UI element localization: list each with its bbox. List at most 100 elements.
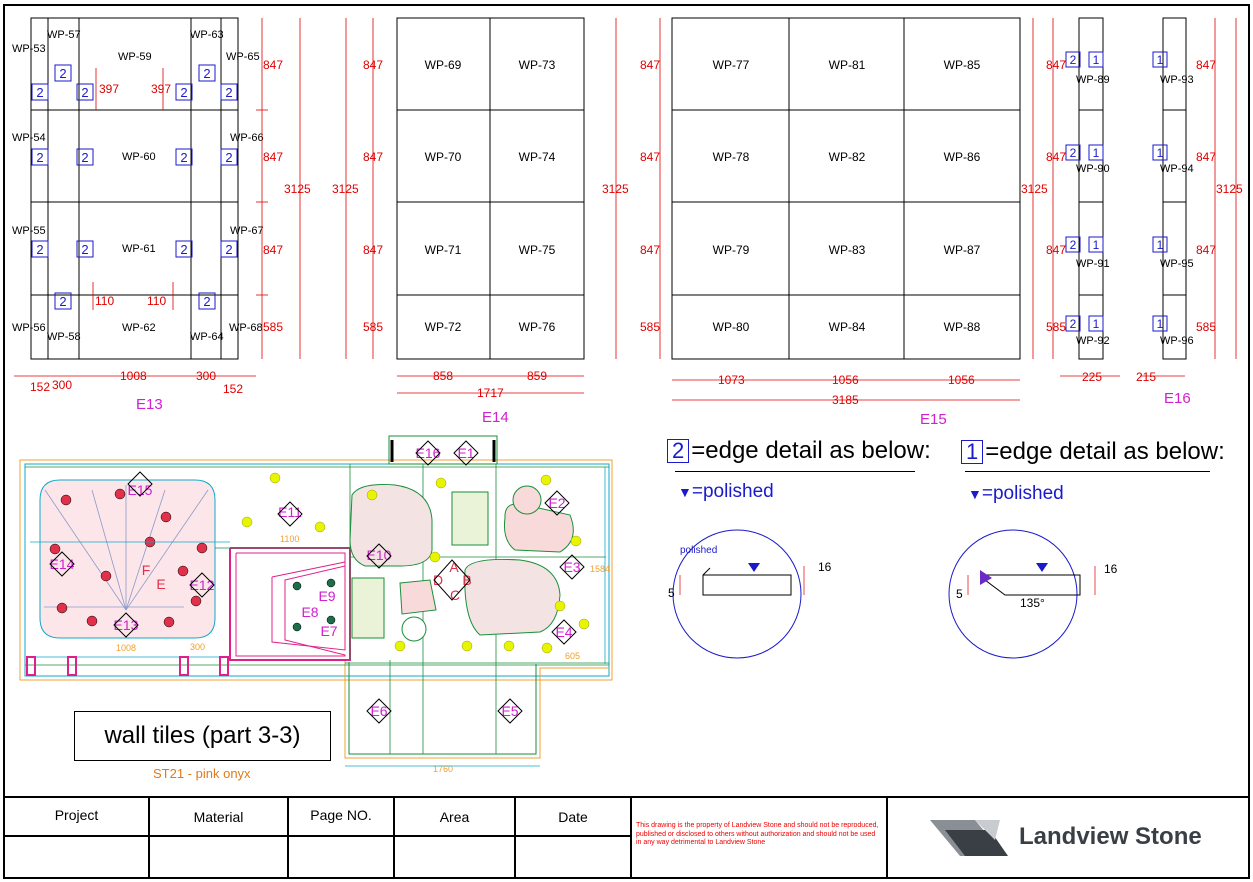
dim-text: 110	[147, 294, 166, 308]
tile-label: WP-89	[1076, 74, 1110, 86]
plan-dim: 1760	[433, 764, 453, 774]
dim-text: 585	[1196, 320, 1216, 334]
dim-text: 215	[1136, 370, 1156, 384]
plan-marker: E9	[318, 588, 335, 604]
dim-text: 585	[640, 320, 660, 334]
title-block-grid	[4, 796, 1249, 878]
tile-label: WP-95	[1160, 258, 1194, 270]
tile-label: WP-79	[713, 243, 750, 257]
edge-mark: 1	[1093, 317, 1100, 331]
tile-label: WP-64	[190, 331, 224, 343]
edge-mark: 1	[1157, 53, 1164, 67]
panel-label: E13	[136, 396, 163, 413]
tile-label: WP-92	[1076, 335, 1110, 347]
plan-marker: E6	[370, 703, 387, 719]
polished-text: =polished	[981, 483, 1064, 504]
plan-dim: 1100	[280, 534, 299, 544]
plan-marker: E8	[301, 604, 318, 620]
floor-plan: E15 E11 E14 F E E12 E13 E10 E9 E8 E7 E16…	[19, 435, 613, 774]
dim-text: 300	[196, 369, 216, 383]
panel-e15: WP-77 WP-78 WP-79 WP-80 WP-81 WP-82 WP-8…	[602, 17, 1021, 428]
panel-e13: WP-53 WP-54 WP-55 WP-56 WP-57 WP-58 WP-5…	[12, 17, 311, 413]
dim-text: 847	[640, 243, 660, 257]
detail-dim: 5	[668, 586, 675, 600]
dim-text: 847	[363, 150, 383, 164]
tile-label: WP-73	[519, 58, 556, 72]
edge-mark: 2	[1070, 146, 1077, 160]
detail-dim: 16	[818, 560, 832, 574]
tile-label: WP-69	[425, 58, 462, 72]
tile-label: WP-83	[829, 243, 866, 257]
dim-text: 110	[95, 294, 114, 308]
polished-triangle-icon: ▼	[678, 484, 692, 500]
dim-text: 847	[263, 150, 283, 164]
dim-text: 397	[151, 82, 171, 96]
edge-mark: 1	[1093, 146, 1100, 160]
detail-dim: 5	[956, 587, 963, 601]
edge-mark: 2	[36, 242, 43, 257]
header-page-no: Page NO.	[310, 807, 372, 823]
tile-label: WP-66	[230, 132, 264, 144]
plan-marker: E1	[457, 445, 474, 461]
tile-label: WP-68	[229, 322, 263, 334]
panel-e16: WP-89 WP-90 WP-91 WP-92 WP-93 WP-94 WP-9…	[1021, 17, 1243, 407]
tile-label: WP-58	[47, 331, 81, 343]
tile-label: WP-74	[519, 150, 556, 164]
tile-label: WP-65	[226, 51, 260, 63]
plan-dim: 300	[190, 642, 205, 652]
plan-marker: B	[462, 572, 471, 588]
tile-label: WP-82	[829, 150, 866, 164]
dim-text: 1056	[948, 373, 975, 387]
tile-label: WP-56	[12, 322, 46, 334]
tile-label: WP-55	[12, 225, 46, 237]
property-note: This drawing is the property of Landview…	[636, 822, 879, 846]
dim-text: 397	[99, 82, 119, 96]
dim-text: 225	[1082, 370, 1102, 384]
dim-text: 3125	[1021, 182, 1048, 196]
legend-edge-2: 2=edge detail as below:	[667, 437, 931, 465]
tile-label: WP-93	[1160, 74, 1194, 86]
plan-marker: E12	[190, 577, 215, 593]
plan-dim: 605	[565, 651, 580, 661]
plan-marker: A	[449, 559, 459, 575]
dim-text: 847	[363, 243, 383, 257]
edge-mark: 1	[1157, 146, 1164, 160]
tile-label: WP-62	[122, 322, 156, 334]
dim-text: 847	[263, 58, 283, 72]
edge-mark: 2	[1070, 317, 1077, 331]
dim-text: 1008	[120, 369, 147, 383]
polished-triangle-icon: ▼	[968, 486, 982, 502]
tile-label: WP-75	[519, 243, 556, 257]
header-project: Project	[54, 807, 99, 823]
material-caption: ST21 - pink onyx	[153, 766, 251, 781]
edge-mark: 2	[225, 85, 232, 100]
dim-text: 585	[363, 320, 383, 334]
edge-1-icon: 1	[961, 440, 984, 464]
plan-marker: E4	[555, 624, 572, 640]
plan-marker: C	[450, 587, 460, 603]
company-name: Landview Stone	[1019, 823, 1202, 850]
plan-marker: E13	[114, 617, 139, 633]
edge-mark: 2	[203, 294, 210, 309]
legend-text: =edge detail as below:	[985, 438, 1225, 465]
dim-text: 847	[1046, 58, 1066, 72]
edge-mark: 2	[1070, 238, 1077, 252]
edge-mark: 2	[59, 66, 66, 81]
edge-mark: 1	[1093, 238, 1100, 252]
dim-text: 3185	[832, 393, 859, 407]
tile-label: WP-72	[425, 320, 462, 334]
tile-label: WP-90	[1076, 163, 1110, 175]
dim-text: 152	[30, 380, 50, 394]
edge-mark: 1	[1157, 238, 1164, 252]
plan-marker: E	[156, 576, 165, 592]
tile-label: WP-85	[944, 58, 981, 72]
edge-mark: 2	[36, 85, 43, 100]
edge-mark: 2	[81, 242, 88, 257]
detail-angle: 135°	[1020, 596, 1045, 610]
dim-text: 847	[1046, 150, 1066, 164]
tile-label: WP-80	[713, 320, 750, 334]
dim-text: 847	[263, 243, 283, 257]
dim-text: 847	[1046, 243, 1066, 257]
sheet-border	[3, 4, 1250, 879]
company-logo-icon	[930, 820, 1008, 856]
